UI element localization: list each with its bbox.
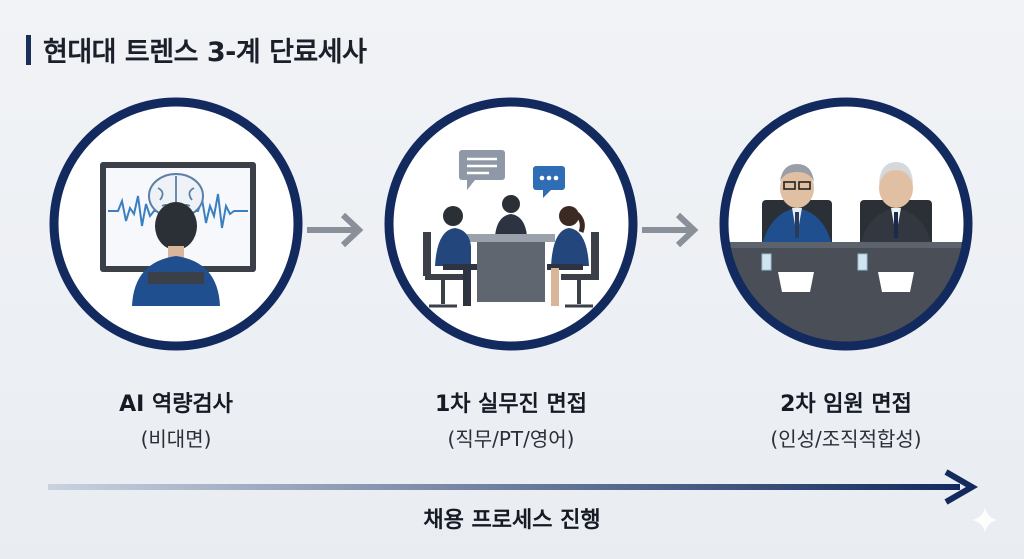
sparkle-icon xyxy=(970,505,1000,535)
stage-3-label: 2차 임원 면접 (인성/조직적합성) xyxy=(696,390,996,454)
flow-arrow-2 xyxy=(640,205,700,255)
progress-label: 채용 프로세스 진행 xyxy=(423,508,601,533)
stage-practical-interview-illustration xyxy=(383,96,639,352)
stage-executive-interview-illustration xyxy=(718,96,974,352)
progress-arrow xyxy=(48,467,979,507)
stage-2-subtitle: (직무/PT/영어) xyxy=(447,427,575,451)
stage-2-label: 1차 실무진 면접 (직무/PT/영어) xyxy=(361,390,661,454)
stage-3-subtitle: (인성/조직적합성) xyxy=(770,427,922,451)
page-title: 현대대 트렌스 3-계 단료세사 xyxy=(43,37,367,68)
stage-ai-assessment-illustration xyxy=(48,96,304,352)
title-accent-bar xyxy=(26,34,31,65)
stage-1-title: AI 역량검사 xyxy=(119,392,233,417)
stage-2-title: 1차 실무진 면접 xyxy=(434,392,588,417)
page-title-group: 현대대 트렌스 3-계 단료세사 xyxy=(26,30,367,69)
stage-1-subtitle: (비대면) xyxy=(140,427,212,451)
stage-3-title: 2차 임원 면접 xyxy=(780,392,912,417)
stage-1-label: AI 역량검사 (비대면) xyxy=(26,390,326,454)
flow-arrow-1 xyxy=(305,205,365,255)
